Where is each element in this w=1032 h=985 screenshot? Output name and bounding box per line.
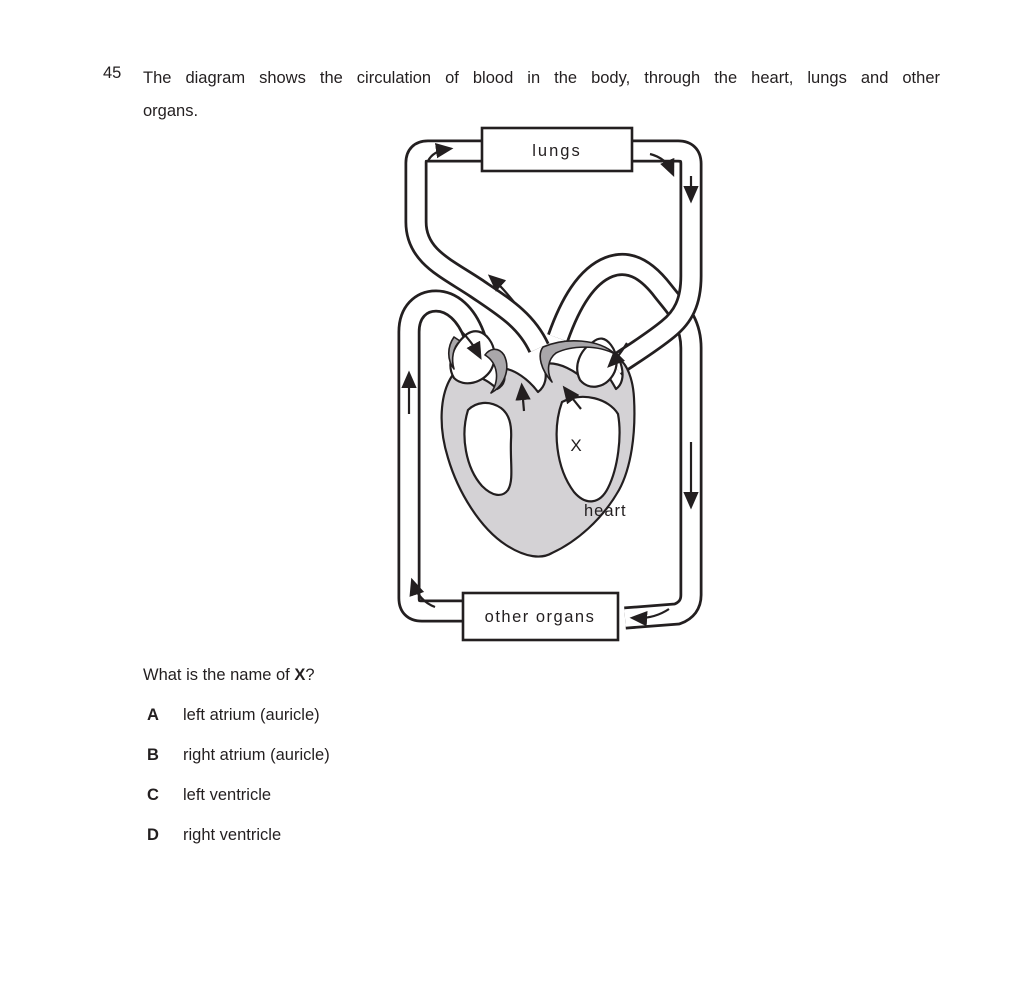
other-organs-label: other organs	[485, 608, 596, 626]
option-letter-c: C	[147, 786, 159, 804]
heart-muscle	[440, 357, 636, 558]
prompt-prefix: What is the name of	[143, 666, 295, 684]
flow-arrow-through-mitral	[562, 385, 582, 410]
question-prompt: What is the name of X?	[143, 666, 315, 685]
option-row-a: A left atrium (auricle)	[143, 706, 563, 746]
flow-arrow-into-other-organs	[629, 608, 670, 627]
pulmonary-artery-pipe	[404, 139, 550, 354]
flow-arrow-out-of-lungs-corner	[649, 152, 675, 178]
pulmonary-vein-pipe	[608, 139, 703, 376]
flow-arrow-into-left-atrium	[607, 342, 628, 368]
heart-label: heart	[584, 502, 627, 520]
circulation-diagram-svg: lungs other organs X heart	[397, 126, 703, 642]
flow-arrows	[401, 142, 699, 627]
question-text: The diagram shows the circulation of blo…	[143, 62, 940, 128]
question-number: 45	[103, 64, 122, 82]
circulation-diagram: lungs other organs X heart	[388, 118, 728, 658]
atrium-wall-flap	[447, 336, 461, 370]
flow-arrow-into-lungs	[427, 142, 454, 162]
aorta-pipe	[547, 252, 703, 630]
flow-arrow-pulmonary-artery	[487, 274, 515, 303]
question-text-line2: organs.	[143, 102, 199, 120]
heart-shape	[440, 330, 636, 558]
x-marker-label: X	[570, 436, 581, 455]
flow-arrow-out-of-other-organs	[409, 577, 436, 609]
option-text-b: right atrium (auricle)	[183, 746, 330, 764]
vessel-pipes	[397, 139, 703, 630]
option-row-b: B right atrium (auricle)	[143, 746, 563, 786]
option-row-c: C left ventricle	[143, 786, 563, 826]
option-letter-b: B	[147, 746, 159, 764]
lungs-label: lungs	[532, 142, 581, 160]
prompt-suffix: ?	[305, 666, 315, 684]
question-text-line1: The diagram shows the circulation of blo…	[143, 69, 940, 87]
option-text-a: left atrium (auricle)	[183, 706, 320, 724]
option-letter-a: A	[147, 706, 159, 724]
flow-arrow-into-right-atrium	[460, 330, 482, 360]
option-letter-d: D	[147, 826, 159, 844]
mitral-valve-flap	[539, 340, 616, 383]
tricuspid-valve-flap	[484, 348, 508, 394]
prompt-x: X	[294, 666, 306, 684]
options-list: A left atrium (auricle) B right atrium (…	[143, 706, 563, 866]
option-text-c: left ventricle	[183, 786, 272, 804]
lungs-box	[480, 126, 634, 173]
flow-arrow-through-tricuspid	[515, 382, 531, 412]
option-text-d: right ventricle	[183, 826, 282, 844]
vena-cava-pipe	[397, 289, 494, 623]
other-organs-box	[461, 591, 620, 642]
option-row-d: D right ventricle	[143, 826, 563, 866]
